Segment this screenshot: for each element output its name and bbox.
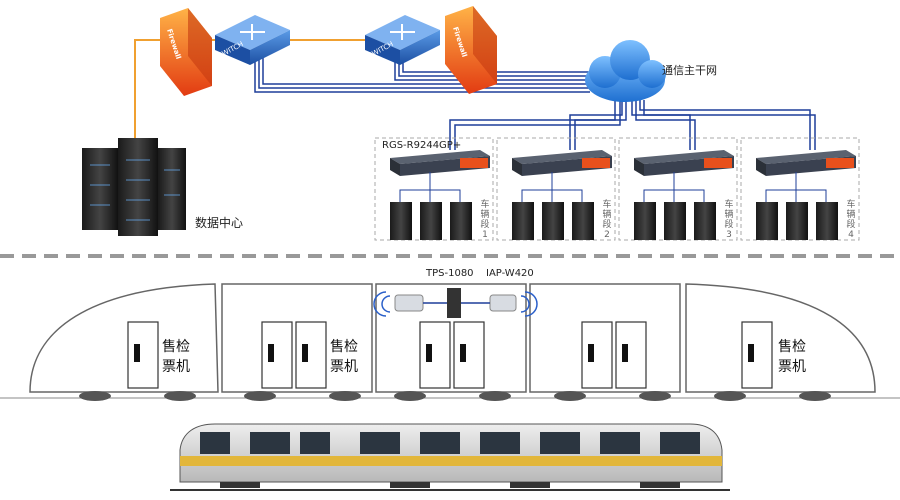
- datacenter-label: 数据中心: [195, 216, 244, 230]
- segment-boxes: [374, 137, 860, 241]
- tram-illustration: [170, 423, 730, 491]
- wireless-devices: [373, 288, 538, 318]
- switch-right-shape: [365, 15, 440, 65]
- kiosk-label-right: 售检票机: [778, 339, 806, 375]
- segment-device-label: RGS-R9244GP+: [382, 140, 462, 151]
- backbone-links: [254, 55, 595, 93]
- segment-devices: [390, 150, 856, 240]
- datacenter-racks: [82, 138, 186, 236]
- segment-label-2: 车辆段2: [602, 200, 612, 240]
- cloud-shape: [585, 40, 666, 102]
- iap-device-label: IAP-W420: [486, 268, 534, 279]
- segment-label-1: 车辆段1: [480, 200, 490, 240]
- segment-label-3: 车辆段3: [724, 200, 734, 240]
- tps-device-label: TPS-1080: [426, 268, 474, 279]
- kiosk-gate-bars: [134, 344, 754, 362]
- kiosk-label-left: 售检票机: [162, 339, 190, 375]
- train-schematic: [29, 283, 876, 393]
- kiosk-label-center: 售检票机: [330, 339, 358, 375]
- wheels-top: [79, 391, 831, 401]
- segment-links: [449, 100, 816, 150]
- firewall-left-shape: [160, 8, 212, 96]
- segment-label-4: 车辆段4: [846, 200, 856, 240]
- cloud-label: 通信主干网: [662, 64, 717, 77]
- switch-left-shape: [215, 15, 290, 65]
- ticket-kiosks: [127, 321, 773, 389]
- firewall-right-shape: [445, 6, 497, 94]
